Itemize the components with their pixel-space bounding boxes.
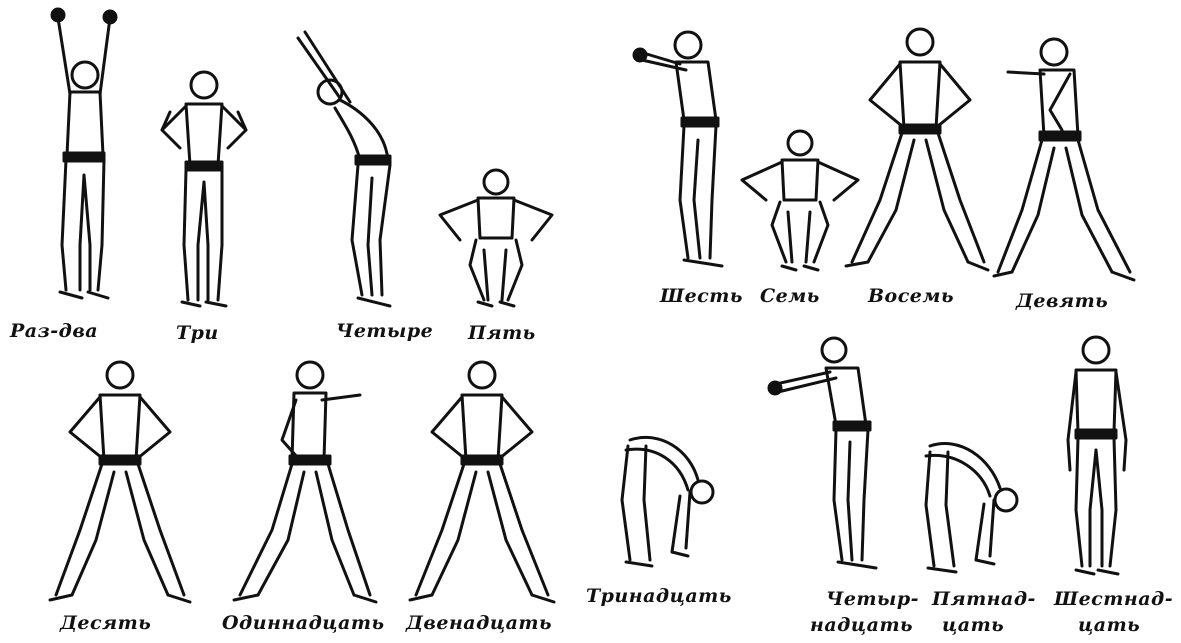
figure-forward-bend-2	[926, 444, 1017, 572]
label-eleven: Одиннадцать	[222, 612, 385, 634]
figure-wide-stance	[846, 29, 988, 270]
figure-forward-bend	[622, 437, 713, 566]
figure-arms-forward-2	[769, 338, 876, 568]
figure-bending-back	[298, 32, 390, 306]
figure-arms-raised	[52, 9, 116, 298]
label-eight: Восемь	[868, 285, 954, 307]
figure-attention	[1068, 337, 1126, 574]
figure-squat-2	[742, 131, 858, 270]
label-six: Шесть	[660, 285, 743, 307]
label-seven: Семь	[760, 285, 820, 307]
label-fourteen-line2: надцать	[810, 614, 913, 636]
label-ten: Десять	[60, 612, 151, 634]
label-twelve: Двенадцать	[406, 612, 552, 634]
figure-hands-at-shoulders	[162, 72, 246, 306]
label-thirteen: Тринадцать	[586, 585, 732, 607]
label-fifteen-line2: цать	[942, 614, 1004, 636]
label-nine: Девять	[1016, 290, 1108, 312]
label-five: Пять	[468, 322, 536, 344]
figure-arms-forward	[634, 32, 722, 266]
label-sixteen-line1: Шестнад-	[1054, 588, 1173, 610]
label-one-two: Раз-два	[10, 320, 98, 342]
label-fifteen-line1: Пятнад-	[932, 588, 1036, 610]
figure-wide-stance-4	[410, 362, 554, 602]
figure-wide-stance-arm-out	[994, 39, 1134, 280]
figure-squat	[440, 170, 552, 306]
label-fourteen-line1: Четыр-	[826, 588, 919, 610]
figure-arm-out-stance	[234, 362, 376, 602]
label-three: Три	[176, 322, 219, 344]
label-four: Четыре	[336, 320, 433, 342]
label-sixteen-line2: цать	[1078, 614, 1140, 636]
figure-wide-stance-3	[50, 362, 190, 602]
